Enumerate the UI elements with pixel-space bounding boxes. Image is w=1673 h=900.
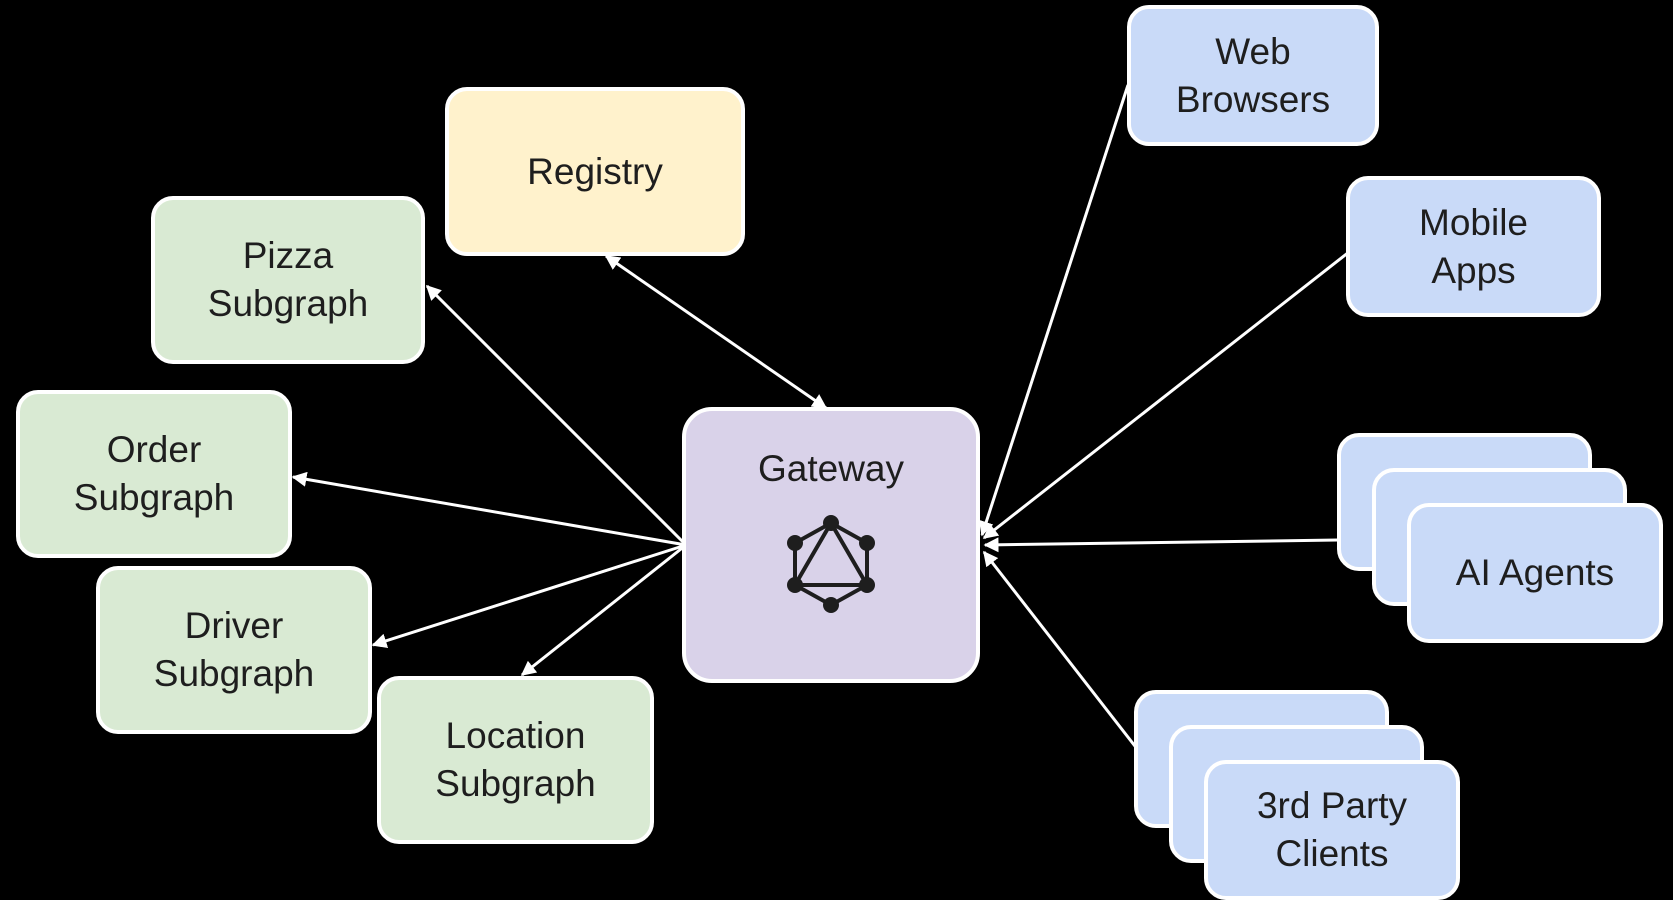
mobile-apps-label: Mobile Apps bbox=[1419, 201, 1528, 291]
driver-subgraph-label: Driver Subgraph bbox=[153, 605, 315, 694]
registry-node: Registry bbox=[445, 87, 745, 256]
gateway-label: Gateway bbox=[757, 448, 904, 489]
arrow-web-gateway bbox=[979, 84, 1130, 537]
web-browsers-node: Web Browsers bbox=[1127, 5, 1379, 146]
ai-agents-label: AI Agents bbox=[1455, 552, 1615, 593]
order-subgraph-node: Order Subgraph bbox=[16, 390, 292, 558]
third-party-clients-node: 3rd Party Clients bbox=[1204, 760, 1460, 900]
graphql-icon bbox=[787, 515, 875, 613]
mobile-apps-node: Mobile Apps bbox=[1346, 176, 1601, 317]
arrow-thirdparty-gateway bbox=[982, 550, 1140, 751]
arrow-gateway-location bbox=[520, 543, 687, 677]
location-subgraph-label: Location Subgraph bbox=[435, 715, 596, 804]
arrow-mobile-gateway bbox=[982, 250, 1350, 540]
third-party-clients-label: 3rd Party Clients bbox=[1256, 785, 1408, 874]
ai-agents-node: AI Agents bbox=[1407, 503, 1663, 643]
registry-label: Registry bbox=[527, 150, 663, 192]
driver-subgraph-node: Driver Subgraph bbox=[96, 566, 372, 734]
gateway-node: Gateway bbox=[682, 407, 980, 683]
pizza-subgraph-node: Pizza Subgraph bbox=[151, 196, 425, 364]
location-subgraph-node: Location Subgraph bbox=[377, 676, 654, 844]
web-browsers-label: Web Browsers bbox=[1175, 30, 1331, 120]
arrow-ai-gateway bbox=[983, 537, 1339, 553]
arrow-gateway-pizza bbox=[425, 284, 688, 547]
pizza-subgraph-label: Pizza Subgraph bbox=[207, 235, 369, 324]
arrow-gateway-order bbox=[291, 471, 687, 547]
arrow-gateway-driver bbox=[371, 543, 687, 649]
order-subgraph-label: Order Subgraph bbox=[73, 429, 235, 518]
arrow-registry-gateway bbox=[604, 254, 828, 410]
